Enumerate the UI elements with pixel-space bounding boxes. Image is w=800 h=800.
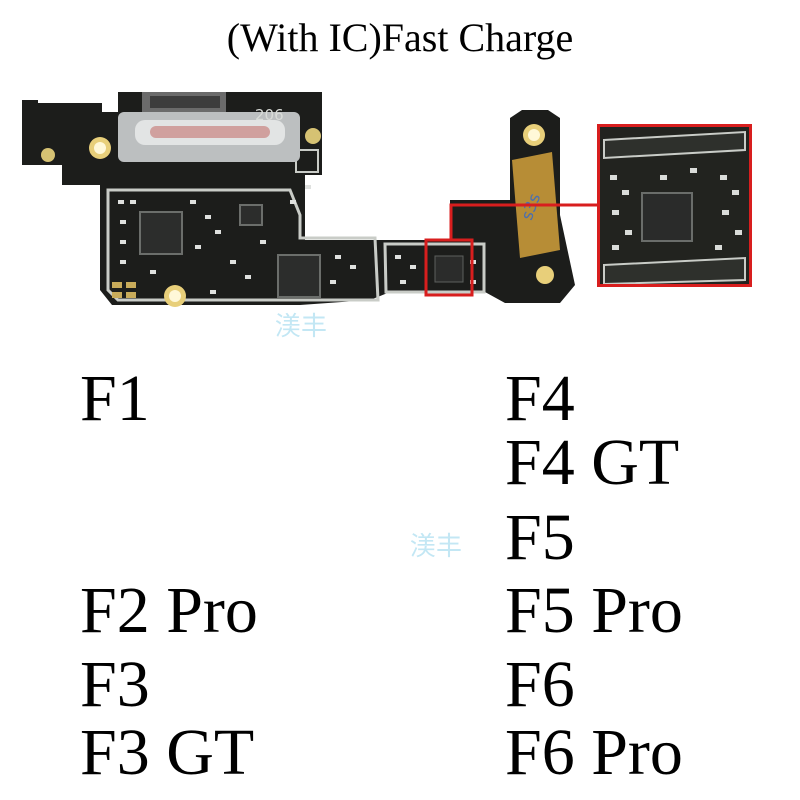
chip: [239, 204, 263, 226]
charging-ic-zoomed: [641, 192, 693, 242]
model-label: F4 GT: [505, 426, 680, 499]
chip: [139, 211, 183, 255]
zoom-inset: [597, 124, 752, 287]
watermark: 渼丰: [275, 312, 328, 342]
model-label: F2 Pro: [80, 574, 258, 647]
model-label: F3: [80, 648, 150, 721]
charging-ic: [434, 255, 464, 283]
model-label: F5: [505, 501, 575, 574]
model-label: F3 GT: [80, 716, 255, 789]
board-marking: 206: [255, 106, 284, 124]
chip: [277, 254, 321, 298]
watermark: 渼丰: [410, 532, 463, 562]
model-label: F6: [505, 648, 575, 721]
callout-line: [449, 203, 597, 240]
charging-port-board-photo: s3s 206: [22, 92, 752, 307]
model-label: F5 Pro: [505, 574, 683, 647]
model-label: F1: [80, 362, 150, 435]
model-label: F4: [505, 362, 575, 435]
ic-highlight-box: [424, 238, 474, 297]
page-title: (With IC)Fast Charge: [226, 15, 574, 60]
model-label: F6 Pro: [505, 716, 683, 789]
